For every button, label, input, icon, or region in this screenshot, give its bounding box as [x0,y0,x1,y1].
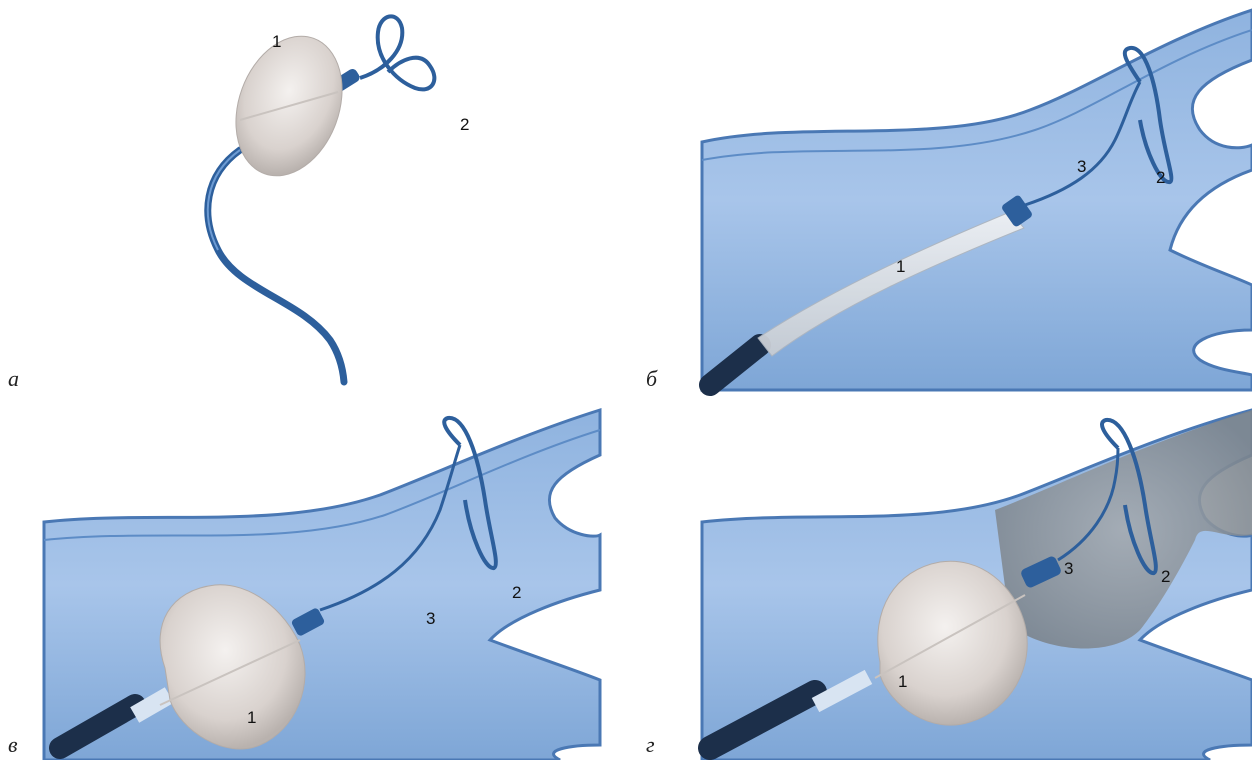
panel-d-illustration: 1 2 3 [640,400,1252,760]
occluder-balloon [878,561,1027,725]
panel-c-illustration: 1 2 3 [0,400,620,760]
label-balloon-c: 1 [247,708,256,727]
panel-a-illustration: 1 2 [0,0,620,400]
anchor-loop [360,16,434,89]
label-loop-c: 2 [512,583,521,602]
label-loop-d: 2 [1161,567,1170,586]
panel-d: г 1 2 3 [640,400,1252,760]
panel-b: б 1 2 3 [640,0,1252,400]
panel-c: в 1 2 3 [0,400,620,760]
panel-b-illustration: 1 2 3 [640,0,1252,400]
label-wire-d: 3 [1064,559,1073,578]
label-wire-c: 3 [426,609,435,628]
occluded-segment [995,410,1252,649]
label-balloon-a: 1 [272,32,281,51]
label-wire-b: 3 [1077,157,1086,176]
label-balloon-b: 1 [896,257,905,276]
label-balloon-d: 1 [898,672,907,691]
label-loop-b: 2 [1156,168,1165,187]
label-loop-a: 2 [460,115,469,134]
panel-a: 1 2 а [0,0,620,400]
catheter-shaft [208,150,344,382]
panel-letter-a: а [8,366,19,392]
